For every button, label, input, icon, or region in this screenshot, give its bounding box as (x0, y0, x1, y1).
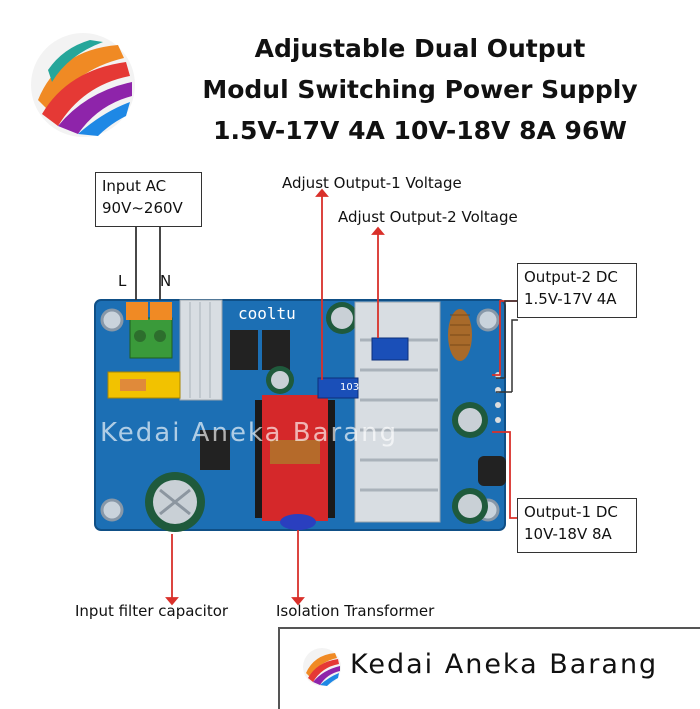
output2-callout: Output-2 DC 1.5V-17V 4A (517, 263, 637, 318)
input-ac-callout: Input AC 90V~260V (95, 172, 202, 227)
output1-label: Output-1 DC (524, 503, 618, 521)
watermark-text: Kedai Aneka Barang (100, 418, 399, 448)
output1-callout: Output-1 DC 10V-18V 8A (517, 498, 637, 553)
terminal-l-label: L (118, 272, 127, 290)
title-line-2: Modul Switching Power Supply (202, 75, 638, 104)
output2-range: 1.5V-17V 4A (524, 290, 617, 308)
adjust-output2-label: Adjust Output-2 Voltage (338, 208, 518, 226)
title-line-3: 1.5V-17V 4A 10V-18V 8A 96W (213, 116, 627, 145)
footer-store-name: Kedai Aneka Barang (350, 649, 659, 680)
terminal-n-label: N (160, 272, 172, 290)
footer-banner: Kedai Aneka Barang (278, 627, 700, 709)
input-ac-range: 90V~260V (102, 199, 183, 217)
footer-store-logo (303, 648, 341, 686)
title-line-1: Adjustable Dual Output (254, 34, 586, 63)
store-logo (31, 33, 135, 137)
output1-range: 10V-18V 8A (524, 525, 612, 543)
input-ac-label: Input AC (102, 177, 167, 195)
input-filter-capacitor-label: Input filter capacitor (75, 602, 229, 620)
page-title: Adjustable Dual Output Modul Switching P… (150, 28, 690, 151)
output2-label: Output-2 DC (524, 268, 618, 286)
board-brand-label: cooltu (238, 304, 296, 323)
isolation-transformer-label: Isolation Transformer (276, 602, 435, 620)
potentiometer-marking: 103 (340, 382, 360, 393)
adjust-output1-label: Adjust Output-1 Voltage (282, 174, 462, 192)
